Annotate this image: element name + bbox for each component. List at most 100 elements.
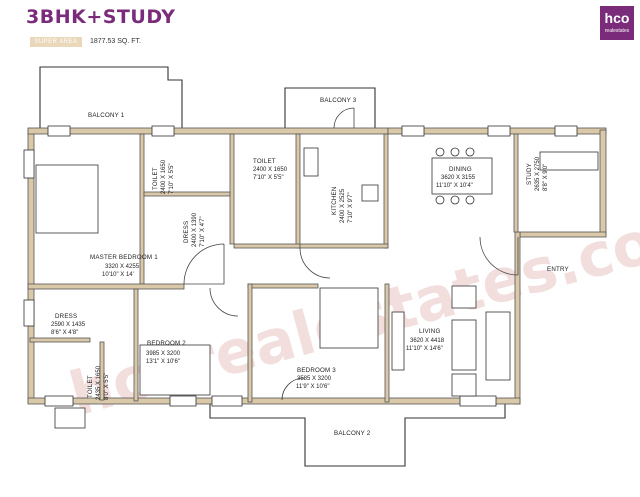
window: [169, 395, 197, 407]
wall-center-toilet: [229, 133, 235, 245]
toilet-master-dim-ft: 7'10" X 5'5": [169, 163, 175, 194]
coffee-table: [451, 319, 477, 371]
wall-dress-top: [143, 191, 231, 197]
beds: [35, 164, 379, 396]
dining-dim-mm: 3620 X 3155: [441, 175, 476, 181]
window: [47, 125, 71, 137]
kitchen-stove: [361, 184, 379, 202]
wall-kitchen-south: [299, 243, 389, 249]
window: [487, 125, 511, 137]
table: [431, 157, 493, 195]
super-area-tag: SUPER AREA: [30, 37, 82, 47]
kitchen-sink: [303, 147, 319, 177]
living-name: LIVING: [419, 328, 441, 335]
wall-north-left: [27, 127, 389, 135]
toilet-2-dim-mm: 2435 X 1650: [96, 365, 102, 400]
entry-label: ENTRY: [547, 266, 569, 273]
bedroom-3-dim-mm: 3585 X 3200: [297, 376, 332, 382]
dress-2-dim-ft: 8'6" X 4'8": [51, 330, 78, 336]
balcony-2-outline: [209, 404, 506, 467]
door-kitchen: [299, 247, 331, 279]
bedroom-2-dim-mm: 3985 X 3200: [146, 351, 181, 357]
wall-living-west: [384, 283, 390, 403]
chair: [450, 147, 460, 157]
dress-master-dim-ft: 7'10" X 4'7": [200, 216, 206, 247]
wall-mb-toilet: [139, 133, 145, 285]
dining-dim-ft: 11'10" X 10'4": [436, 183, 473, 189]
master-bedroom-dim-ft: 10'10" X 14': [102, 272, 134, 278]
door-balcony-2: [281, 377, 305, 401]
window: [151, 125, 175, 137]
armchair: [451, 285, 477, 309]
wall-east-upper: [599, 129, 607, 237]
bedroom-3-name: BEDROOM 3: [297, 367, 336, 374]
dining-table: [431, 147, 493, 205]
dress-2-dim-mm: 2590 X 1435: [51, 322, 86, 328]
chair: [435, 147, 445, 157]
study-name: STUDY: [526, 163, 533, 185]
toilet-master-dim-mm: 2400 X 1650: [161, 159, 167, 194]
sofa: [485, 311, 511, 381]
balcony-planter: [54, 407, 86, 429]
living-dim-ft: 11'10" X 14'6": [406, 346, 443, 352]
door-bedroom-2: [209, 287, 239, 317]
dress-2-name: DRESS: [55, 313, 77, 320]
balcony-3-outline: [284, 87, 376, 128]
study-dim-ft: 8'8" X 9'0": [543, 164, 549, 191]
chair: [435, 195, 445, 205]
plan-title: 3BHK+STUDY: [26, 6, 176, 28]
wall-br3-north: [247, 283, 319, 289]
master-bedroom-dim-mm: 3320 X 4255: [105, 264, 140, 270]
dress-master-label: DRESS 2400 X 1390 7'10" X 4'7": [183, 212, 206, 247]
wall-br3-west: [247, 283, 253, 403]
wall-toilet-south: [233, 243, 301, 249]
study-desk: [539, 151, 599, 171]
kitchen-name: KITCHEN: [331, 186, 338, 215]
window: [23, 299, 35, 327]
walls: [27, 127, 607, 405]
door-entry: [479, 236, 519, 276]
balcony-2-label: BALCONY 2: [334, 430, 371, 437]
toilet-2-label: TOILET 2435 X 1650 8'0" X 5'5": [87, 365, 110, 400]
wall-mb-south: [27, 283, 185, 290]
brand-logo[interactable]: hco realestates: [600, 6, 634, 40]
window: [401, 125, 425, 137]
wall-br2-west: [133, 288, 139, 402]
doors: [183, 107, 519, 401]
kitchen-label: KITCHEN 2400 X 2525 7'10" X 9'7": [331, 186, 354, 223]
toilet-master-label: TOILET 2400 X 1650 7'10" X 5'5": [152, 159, 175, 194]
armchair: [451, 373, 477, 397]
balconies: [39, 66, 506, 467]
toilet-master-name: TOILET: [152, 167, 159, 190]
window: [44, 395, 74, 407]
dress-master-dim-mm: 2400 X 1390: [192, 212, 198, 247]
window: [554, 125, 578, 137]
window: [211, 395, 243, 407]
super-area-value: 1877.53 SQ. FT.: [90, 38, 141, 45]
master-bed: [35, 164, 99, 234]
tv-unit: [391, 311, 405, 371]
wall-entry-top: [519, 231, 607, 238]
bedroom-2-name: BEDROOM 2: [147, 340, 186, 347]
balcony-1-label: BALCONY 1: [88, 112, 125, 119]
kitchen-dim-ft: 7'10" X 9'7": [348, 192, 354, 223]
living-dim-mm: 3620 X 4418: [410, 338, 445, 344]
toilet-center-dim-mm: 2400 X 1650: [253, 167, 288, 173]
bedroom-2-dim-ft: 13'1" X 10'6": [146, 359, 180, 365]
study-dim-mm: 2635 X 2750: [535, 156, 541, 191]
wall-east-lower: [514, 231, 521, 405]
bedroom-3-bed: [319, 287, 379, 349]
door-balcony-3: [333, 107, 355, 129]
kitchen-dim-mm: 2400 X 2525: [340, 188, 346, 223]
wall-study: [513, 133, 519, 233]
chair: [465, 195, 475, 205]
toilet-2-name: TOILET: [87, 375, 94, 398]
wall-south: [27, 397, 521, 405]
dining-name: DINING: [449, 166, 472, 173]
window: [23, 149, 35, 179]
logo-text: hco: [604, 10, 630, 26]
balcony-1-outline: [39, 66, 183, 130]
bedroom-3-dim-ft: 11'9" X 10'6": [296, 384, 329, 390]
window: [459, 395, 497, 407]
